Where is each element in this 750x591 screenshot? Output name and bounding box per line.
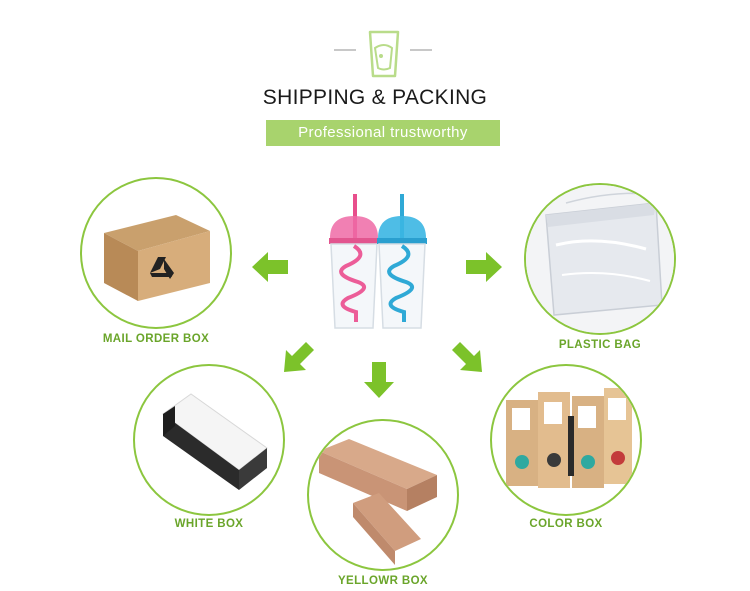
mail-order-box-option[interactable]	[80, 177, 232, 329]
arrow-left-icon	[252, 252, 290, 282]
arrow-down-left-icon	[282, 338, 318, 374]
white-box-label: WHITE BOX	[174, 518, 244, 530]
white-box-option[interactable]	[133, 364, 285, 516]
yellow-box-label: YELLOWR BOX	[337, 575, 428, 587]
page-subtitle: Professional trustworthy	[298, 124, 468, 141]
plastic-bag-image	[526, 185, 674, 333]
arrow-down-right-icon	[448, 338, 484, 374]
recycle-icon	[150, 257, 174, 279]
product-tumblers-image	[318, 188, 436, 338]
subtitle-banner	[266, 120, 500, 146]
yellow-box-option[interactable]	[307, 419, 459, 571]
white-box-image	[162, 393, 268, 490]
mail-order-box-image	[104, 215, 210, 301]
color-box-image	[506, 388, 632, 488]
color-box-option[interactable]	[490, 364, 642, 516]
yellow-box-image	[319, 439, 437, 565]
page-title: SHIPPING & PACKING	[262, 86, 488, 109]
header-icon-group	[334, 26, 434, 82]
color-box-label: COLOR BOX	[529, 518, 603, 530]
cup-icon	[334, 30, 432, 78]
arrow-right-icon	[464, 252, 502, 282]
mail-order-box-label: MAIL ORDER BOX	[102, 333, 210, 345]
plastic-bag-label: PLASTIC BAG	[558, 339, 642, 351]
plastic-bag-option[interactable]	[524, 183, 676, 335]
arrow-down-icon	[364, 360, 394, 398]
